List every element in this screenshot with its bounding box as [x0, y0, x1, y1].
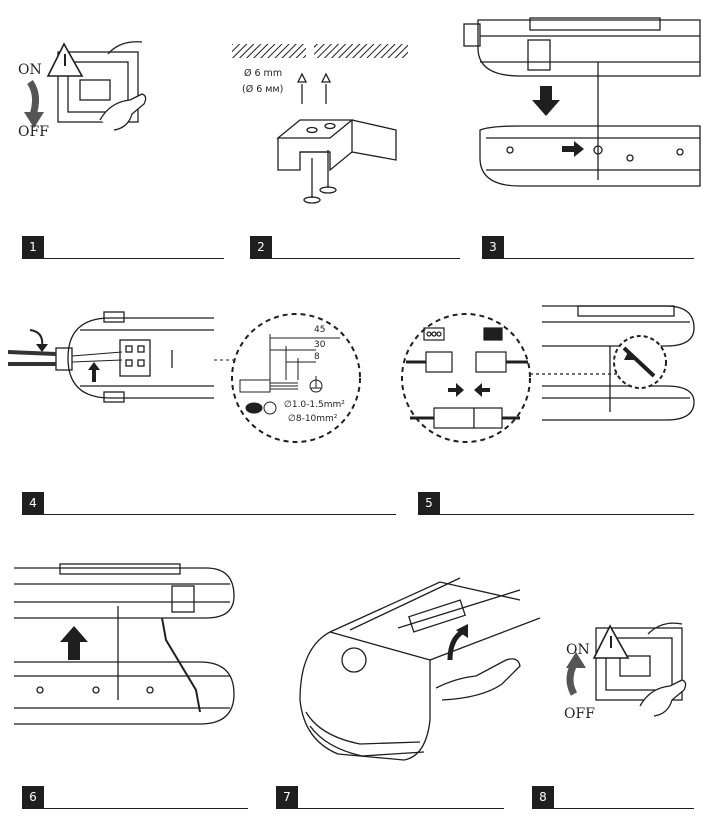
- step-4-strip-45: 45: [314, 325, 326, 335]
- step-5-number: 5: [418, 492, 440, 514]
- curved-arrow-icon-step8: [566, 652, 586, 696]
- step-4-cross-section: ∅1.0-1.5mm²: [284, 400, 345, 410]
- step-2-ceiling: [232, 44, 408, 58]
- right-arrow-icon-step3: [562, 141, 584, 157]
- step-4-lamp-end: [7, 311, 214, 403]
- step-8-on-label: ON: [566, 642, 590, 658]
- curved-arrow-icon-step4: [29, 329, 44, 347]
- left-arrow-icon-step5: [474, 383, 490, 397]
- up-arrow-icon: [60, 626, 88, 660]
- step-6-lamp: [14, 563, 235, 725]
- step-1-on-label: ON: [18, 62, 42, 78]
- step-8-switch-panel: [592, 622, 687, 717]
- curved-arrow-icon-step7: [447, 629, 464, 661]
- step-4-cable-diameter: ∅8-10mm²: [288, 414, 338, 424]
- up-arrow-icon-step4: [88, 362, 100, 382]
- step-4-strip-8: 8: [314, 352, 320, 362]
- step-2-divider: [250, 258, 460, 259]
- step-7-lamp: [299, 577, 541, 761]
- step-2-hole-diameter-alt: (Ø 6 мм): [242, 84, 284, 95]
- right-arrow-icon-step5: [448, 383, 464, 397]
- step-8-off-label: OFF: [564, 706, 595, 722]
- step-7-divider: [276, 808, 504, 809]
- step-6-divider: [22, 808, 248, 809]
- step-3-divider: [482, 258, 694, 259]
- step-5-divider: [418, 514, 694, 515]
- step-4-number: 4: [22, 492, 44, 514]
- step-3-lamp: [463, 17, 701, 187]
- step-2-hole-diameter: Ø 6 mm: [244, 68, 283, 79]
- step-6-number: 6: [22, 786, 44, 808]
- step-1-divider: [22, 258, 224, 259]
- step-1-number: 1: [22, 236, 44, 258]
- step-8-divider: [532, 808, 694, 809]
- step-5-connector: [406, 327, 528, 429]
- step-2-number: 2: [250, 236, 272, 258]
- step-3-number: 3: [482, 236, 504, 258]
- curved-arrow-icon-step1: [24, 79, 44, 128]
- down-arrow-icon: [532, 86, 560, 116]
- step-5-lamp: [530, 305, 695, 421]
- step-4-divider: [22, 514, 396, 515]
- step-7-number: 7: [276, 786, 298, 808]
- step-4-cable-strip: [239, 334, 340, 415]
- step-4-strip-30: 30: [314, 340, 326, 350]
- step-2-clip: [276, 72, 397, 204]
- step-1-off-label: OFF: [18, 124, 49, 140]
- step-8-number: 8: [532, 786, 554, 808]
- step-1-switch-panel: [46, 41, 147, 131]
